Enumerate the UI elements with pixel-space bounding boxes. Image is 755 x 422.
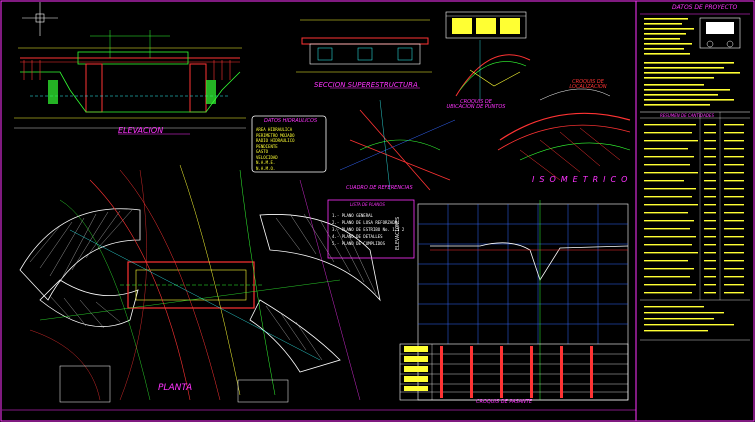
plan-view <box>19 164 381 403</box>
localization-sketch-title: CROQUIS DE LOCALIZACION <box>569 79 607 90</box>
hydraulic-row: GASTO <box>256 149 269 154</box>
references-sketch <box>339 99 456 191</box>
plan-list-item: 2.- PLANO DE LOSA REFORZADA <box>332 220 398 225</box>
points-location-sketch <box>455 40 531 100</box>
plan-list-item: 3.- PLANO DE ESTRIBO No. 1 Y 2 <box>332 227 405 232</box>
hydraulic-row: PENDIENTE <box>256 143 278 149</box>
superstructure-section-title: SECCION SUPERESTRUCTURA <box>314 81 418 89</box>
profile-title: CROQUIS DE PASANTE <box>476 399 533 405</box>
profile-grid <box>399 200 629 401</box>
plan-title: PLANTA <box>158 383 193 393</box>
references-title: CUADRO DE REFERENCIAS <box>346 185 413 191</box>
isometric-sketch <box>497 88 631 181</box>
plan-list-box <box>327 199 415 259</box>
hydraulic-row: N.A.M.O. <box>256 165 276 171</box>
hydraulic-data-title: DATOS HIDRAULICOS <box>264 118 318 124</box>
hydraulic-row: RADIO HIDRAULICO <box>256 138 295 143</box>
points-location-title: CROQUIS DE UBICACION DE PUNTOS <box>446 99 506 110</box>
levels-table <box>445 11 527 39</box>
plan-list-item: 1.- PLANO GENERAL <box>332 213 373 218</box>
hydraulic-row: VELOCIDAD <box>256 154 278 160</box>
quantities-title: RESUMEN DE CANTIDADES <box>660 113 715 118</box>
quantities-text-lines <box>644 124 744 332</box>
plan-list: 1.- PLANO GENERAL 2.- PLANO DE LOSA REFO… <box>332 212 404 247</box>
elevation-view <box>14 30 246 135</box>
project-data-title: DATOS DE PROYECTO <box>672 4 738 11</box>
hydraulic-row: PERIMETRO MOJADO <box>256 132 295 138</box>
title-block <box>640 13 750 341</box>
hydraulic-data-rows: AREA HIDRAULICA PERIMETRO MOJADO RADIO H… <box>256 127 295 171</box>
hydraulic-row: N.A.M.E. <box>256 160 276 165</box>
hydraulic-row: AREA HIDRAULICA <box>256 127 293 132</box>
superstructure-section <box>296 19 432 89</box>
hydraulic-data-box <box>251 115 327 173</box>
plan-list-title: LISTA DE PLANOS <box>350 202 385 207</box>
plan-list-item: 5.- PLANO DE CUMPLIDOS <box>332 241 385 246</box>
title-block-text-lines <box>644 18 740 106</box>
elevation-title: ELEVACION <box>118 126 164 135</box>
isometric-title: ISOMETRICO <box>532 175 633 184</box>
plan-list-item: 4.- PLANO DE DETALLES <box>332 234 383 239</box>
ucs-crosshair-icon <box>22 2 58 36</box>
